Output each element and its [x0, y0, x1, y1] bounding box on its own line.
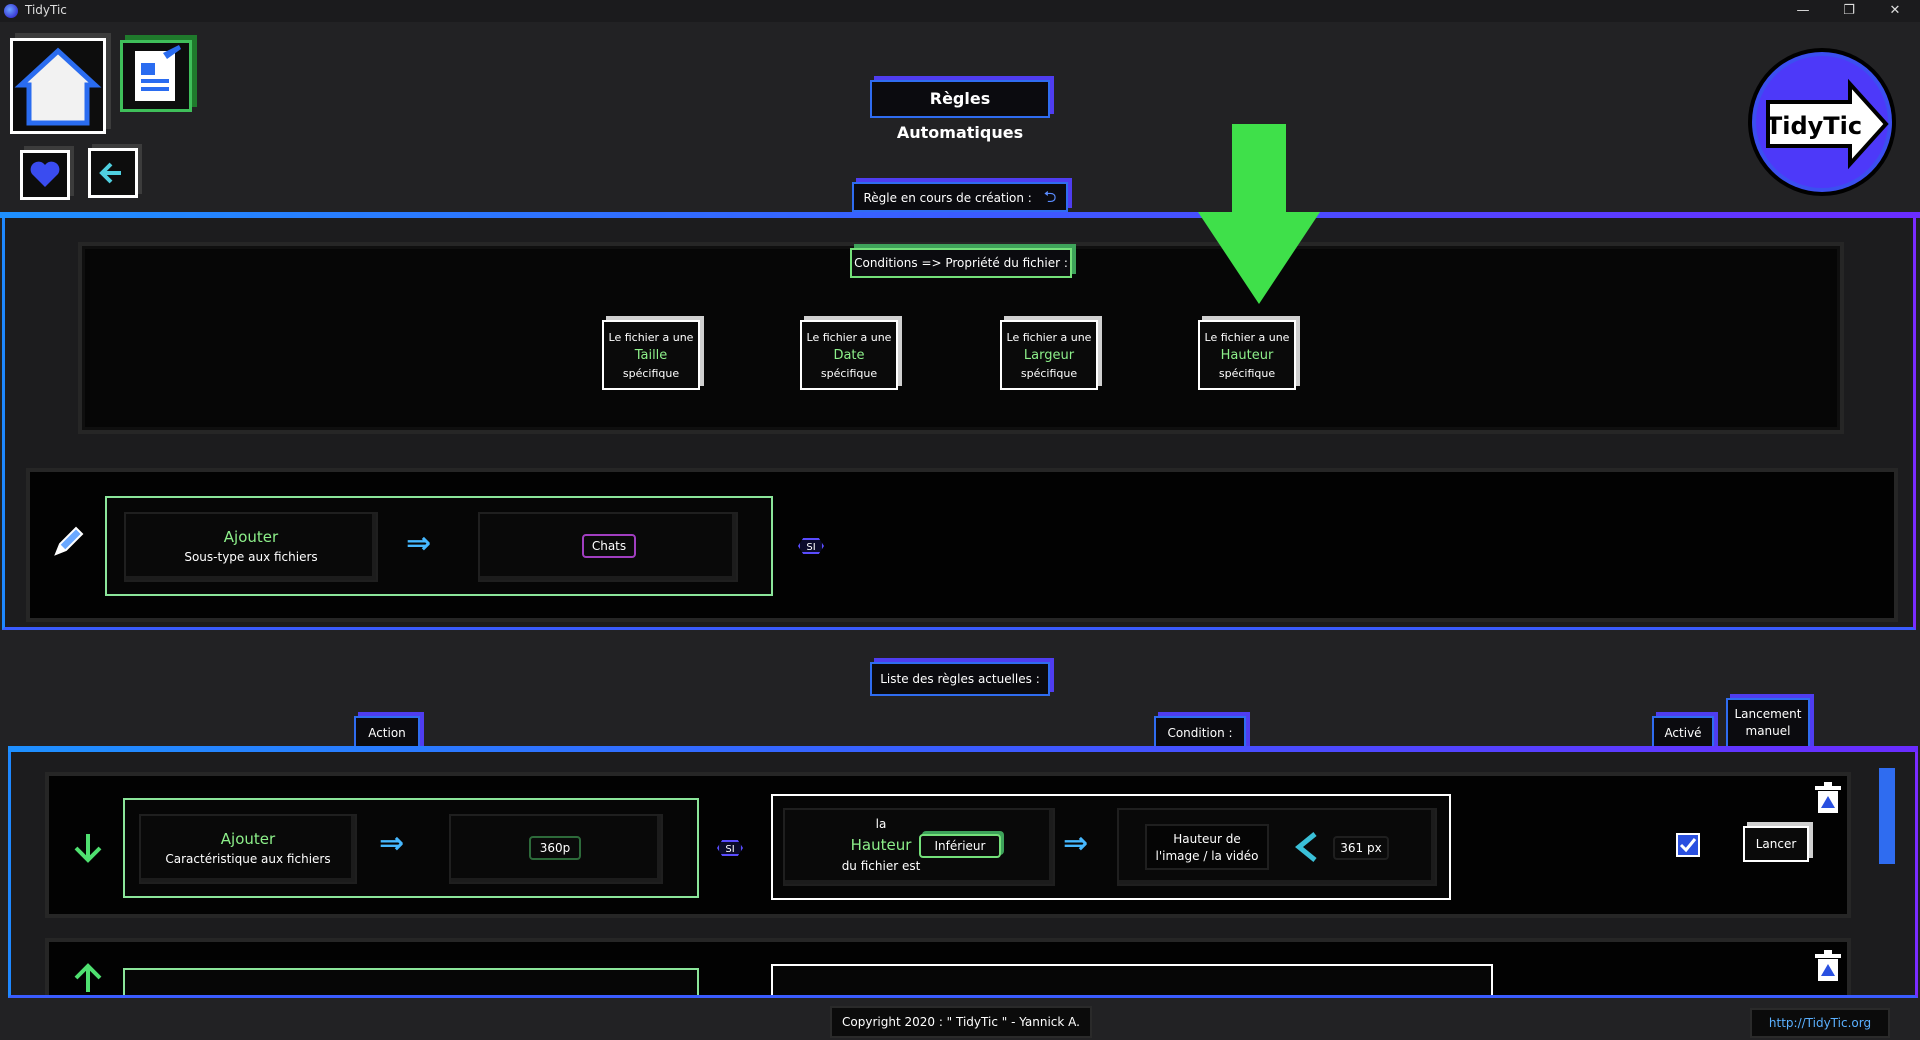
threshold-tag[interactable]: 361 px [1333, 836, 1389, 860]
arrow-right-icon: ⇒ [406, 526, 432, 561]
tile-top-text: Le fichier a une [1204, 331, 1290, 344]
rule-value-tag[interactable]: 360p [529, 836, 581, 860]
tile-key-text: Date [833, 348, 865, 363]
tile-key-text: Taille [634, 348, 668, 363]
cond-sub: du fichier est [841, 859, 921, 873]
move-down-icon[interactable] [71, 830, 105, 866]
condition-tile-date[interactable]: Le fichier a une Date spécifique [800, 320, 898, 390]
arrow-left-icon [99, 162, 121, 184]
less-than-icon [1291, 830, 1321, 864]
trash-icon[interactable] [1813, 782, 1843, 816]
tile-bottom-text: spécifique [1218, 367, 1276, 380]
operator-tag[interactable]: Inférieur [919, 834, 1001, 858]
header-active: Activé [1652, 716, 1714, 750]
header-manual-launch: Lancement manuel [1726, 698, 1810, 750]
rule-action-type[interactable]: Ajouter Caractéristique aux fichiers [139, 814, 357, 884]
arrow-right-icon: ⇒ [379, 826, 405, 861]
minimize-button[interactable]: — [1796, 3, 1810, 18]
tile-top-text: Le fichier a une [1006, 331, 1092, 344]
rules-panel: Ajouter Caractéristique aux fichiers ⇒ 3… [8, 752, 1918, 998]
creation-panel-topbar [0, 212, 1920, 218]
green-arrow-down-icon [1198, 124, 1320, 304]
maximize-button[interactable]: ❐ [1843, 3, 1855, 18]
tile-bottom-text: spécifique [820, 367, 878, 380]
rules-editor-button[interactable] [120, 40, 192, 112]
page-title: Règles Automatiques [870, 80, 1050, 142]
conditions-label: Conditions => Propriété du fichier : [850, 248, 1072, 278]
value-tag[interactable]: Chats [582, 534, 636, 558]
condition-tile-height[interactable]: Le fichier a une Hauteur spécifique [1198, 320, 1296, 390]
tile-key-text: Hauteur [1220, 348, 1274, 363]
target-box[interactable]: Hauteur de l'image / la vidéo [1145, 824, 1269, 870]
tidytic-logo: TidyTic [1740, 42, 1900, 202]
rule-action-frame [123, 968, 699, 995]
active-checkbox-icon[interactable] [1675, 832, 1701, 858]
undo-icon[interactable]: ⮌ [1043, 187, 1057, 206]
app-icon [4, 4, 18, 18]
rules-panel-topbar [8, 746, 1918, 752]
rule-condition-text: la Hauteur du fichier est [821, 814, 941, 877]
si-badge: SI [798, 538, 824, 554]
header-action: Action [354, 716, 420, 750]
creation-label-text: Règle en cours de création : [863, 191, 1032, 205]
window-titlebar: TidyTic — ❐ ✕ [0, 0, 1920, 22]
close-button[interactable]: ✕ [1889, 3, 1901, 18]
window-title: TidyTic [25, 3, 67, 17]
cond-key: Hauteur [850, 836, 912, 854]
cond-la: la [875, 817, 887, 831]
move-up-icon[interactable] [71, 960, 105, 995]
header-manual-bottom: manuel [1745, 724, 1791, 738]
copyright-text: Copyright 2020 : " TidyTic " - Yannick A… [830, 1006, 1092, 1038]
target-top: Hauteur de [1173, 832, 1241, 846]
tile-top-text: Le fichier a une [608, 331, 694, 344]
rule-action-subtitle: Caractéristique aux fichiers [165, 852, 331, 866]
rules-scrollbar-thumb[interactable] [1879, 768, 1895, 864]
website-link[interactable]: http://TidyTic.org [1750, 1008, 1890, 1038]
rules-list-label: Liste des règles actuelles : [870, 662, 1050, 696]
home-icon [14, 47, 102, 126]
favorites-button[interactable] [20, 150, 70, 200]
arrow-right-icon: ⇒ [1063, 826, 1089, 861]
launch-button[interactable]: Lancer [1743, 826, 1809, 862]
header-manual-top: Lancement [1734, 707, 1802, 721]
action-title: Ajouter [223, 528, 279, 546]
tile-top-text: Le fichier a une [806, 331, 892, 344]
pencil-icon[interactable] [50, 524, 86, 560]
target-bottom: l'image / la vidéo [1155, 849, 1259, 863]
action-subtitle: Sous-type aux fichiers [184, 550, 318, 564]
document-edit-icon [135, 45, 181, 101]
tile-key-text: Largeur [1023, 348, 1075, 363]
logo-text: TidyTic [1766, 112, 1862, 140]
condition-tile-width[interactable]: Le fichier a une Largeur spécifique [1000, 320, 1098, 390]
si-badge: SI [717, 840, 743, 856]
action-type-box[interactable]: Ajouter Sous-type aux fichiers [124, 512, 378, 582]
tile-bottom-text: spécifique [622, 367, 680, 380]
rule-action-title: Ajouter [220, 830, 276, 848]
condition-tile-size[interactable]: Le fichier a une Taille spécifique [602, 320, 700, 390]
home-button[interactable] [10, 38, 106, 134]
back-button[interactable] [88, 148, 138, 198]
tile-bottom-text: spécifique [1020, 367, 1078, 380]
header-condition: Condition : [1154, 716, 1246, 750]
heart-icon [30, 161, 60, 187]
creation-label: Règle en cours de création : ⮌ [852, 182, 1068, 212]
rule-condition-frame [771, 964, 1493, 995]
trash-icon[interactable] [1813, 950, 1843, 984]
logo-icon: TidyTic [1748, 48, 1896, 196]
